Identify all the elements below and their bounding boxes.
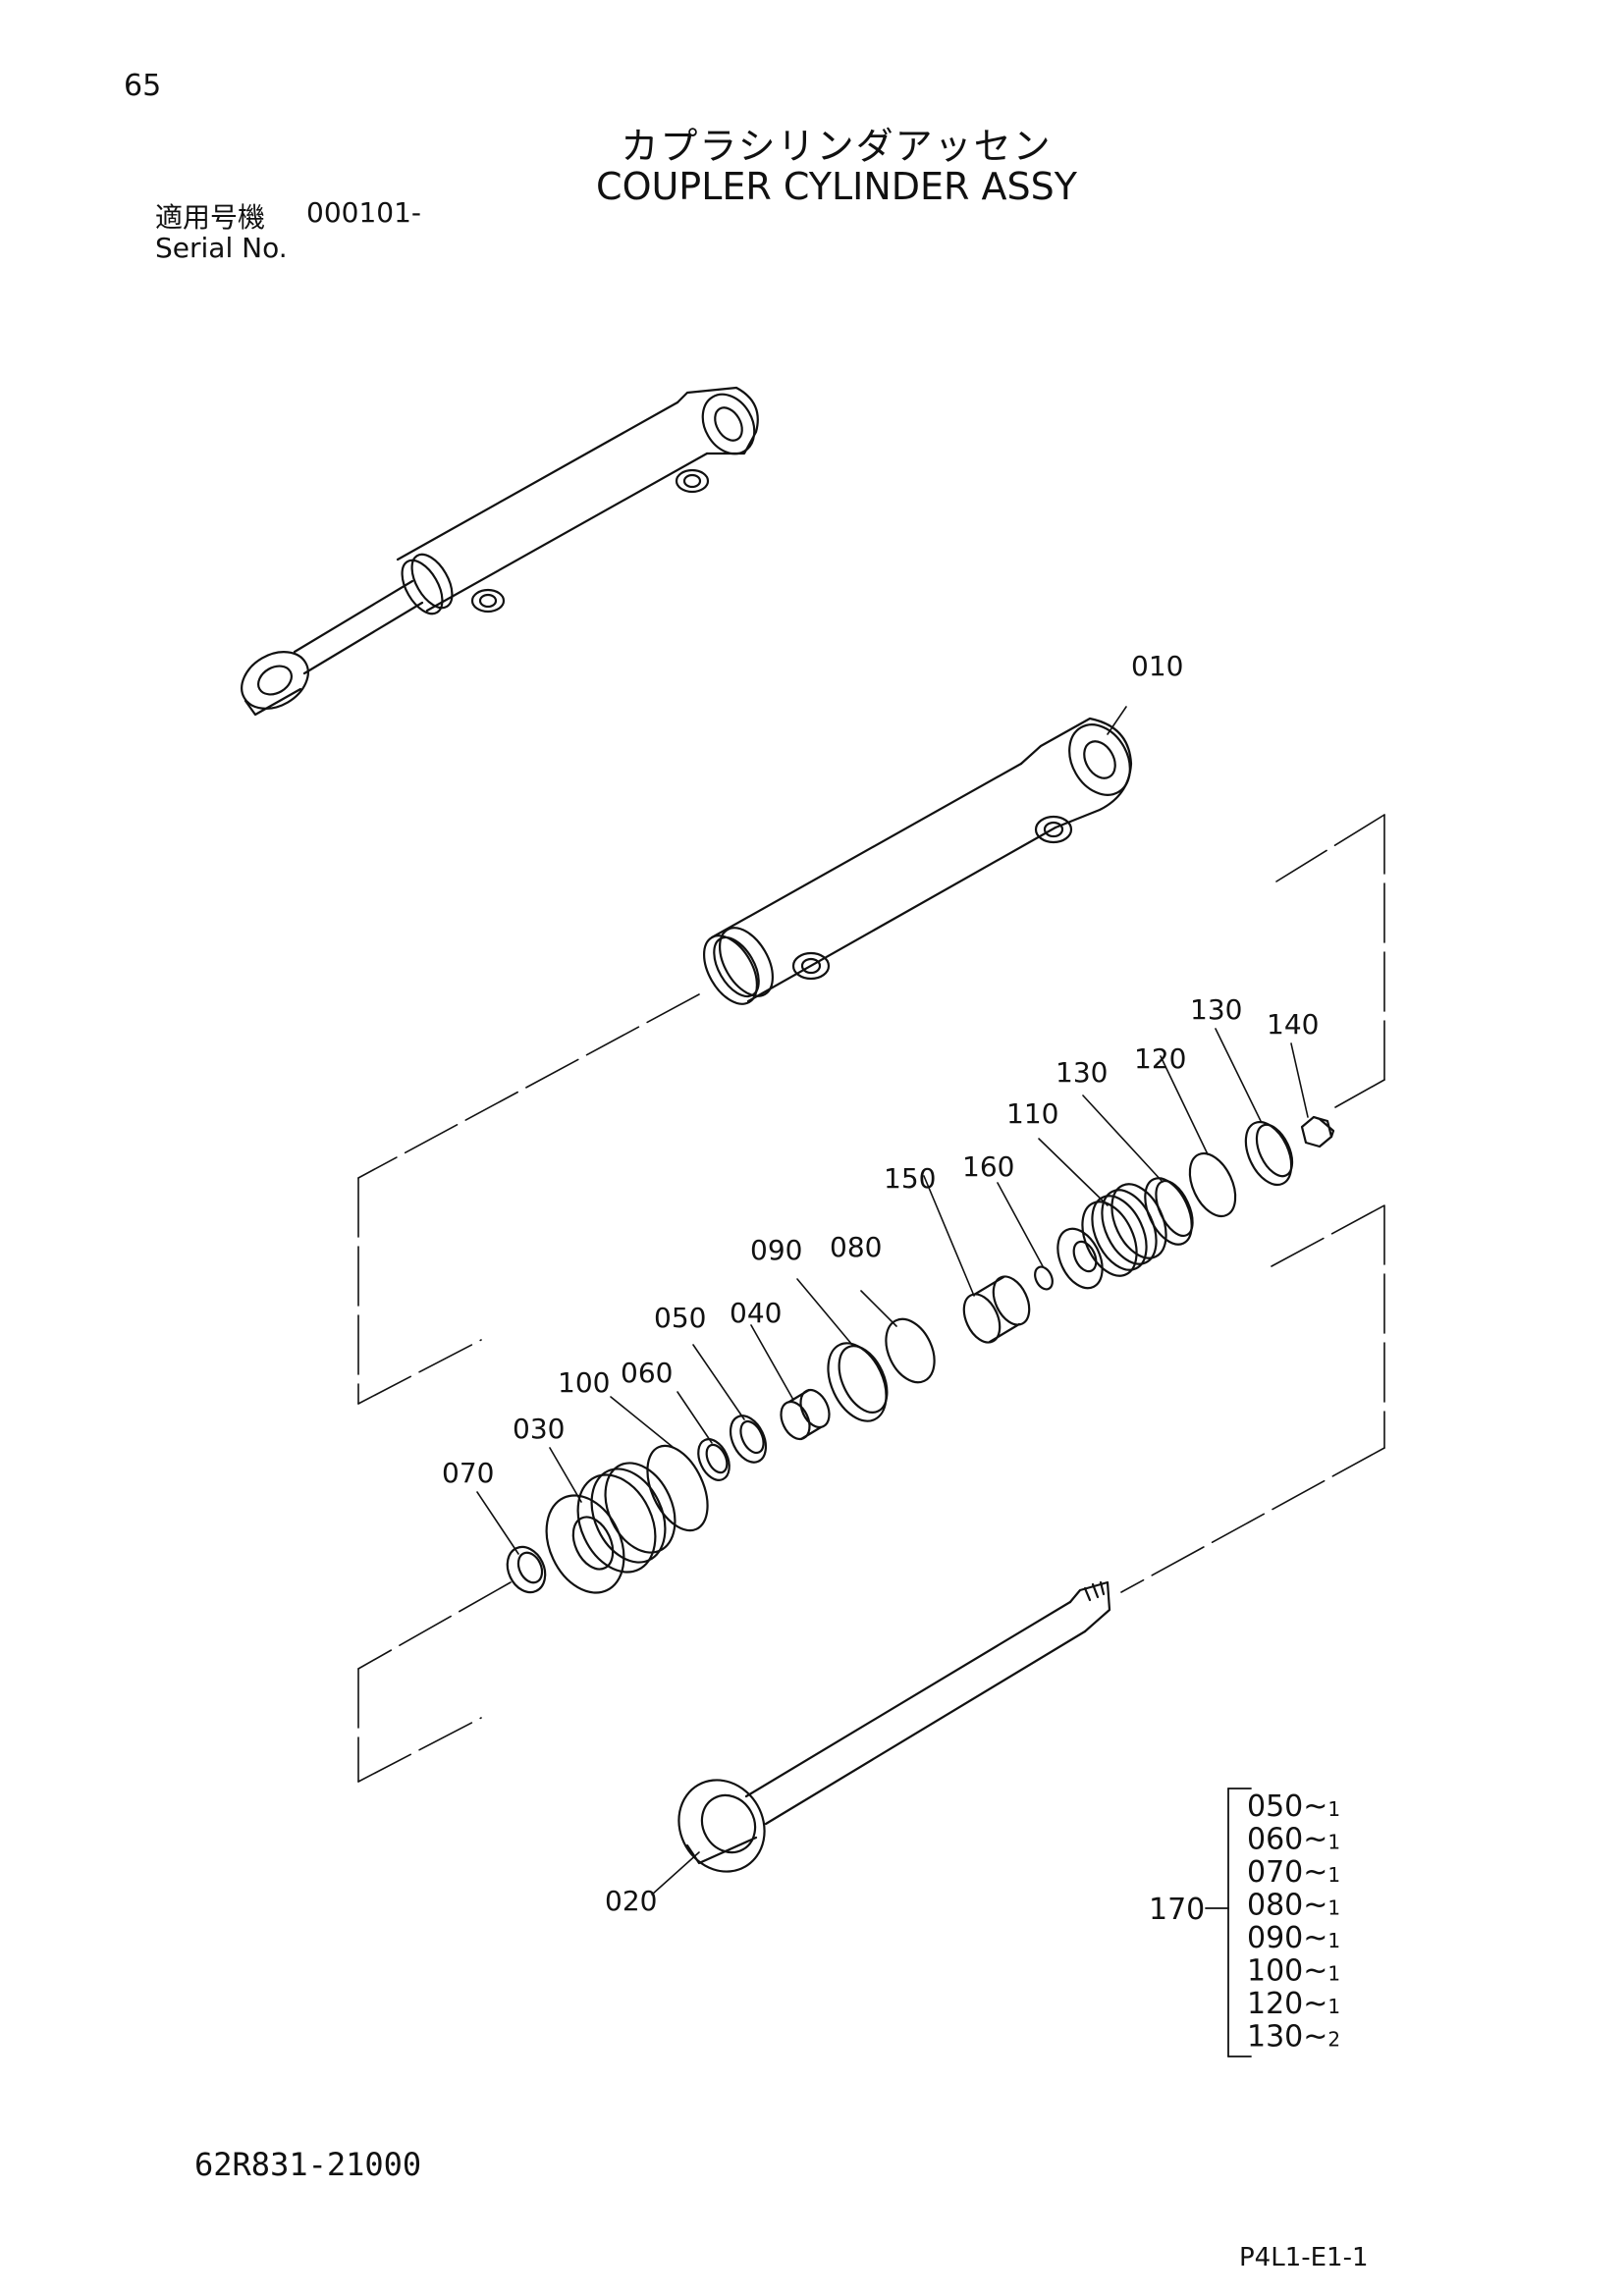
serial-label-english: Serial No. <box>155 232 288 264</box>
callout-140: 140 <box>1267 1008 1319 1041</box>
part-080-ring <box>885 1317 936 1384</box>
seal-kit-item-qty: 1 <box>1327 1831 1340 1854</box>
part-050-ring <box>729 1415 768 1464</box>
callout-010: 010 <box>1131 650 1183 682</box>
part-120-ring <box>1188 1151 1237 1218</box>
seal-kit-item-part: 090 <box>1247 1921 1303 1955</box>
seal-kit-item-qty: 1 <box>1327 1929 1340 1952</box>
page-reference: P4L1-E1-1 <box>1239 2243 1369 2272</box>
part-010-cylinder-tube <box>702 717 1133 1005</box>
seal-kit-item-separator: ~ <box>1303 1954 1327 1989</box>
seal-kit-item-part: 050 <box>1247 1789 1303 1824</box>
seal-kit-item-separator: ~ <box>1303 2020 1327 2055</box>
seal-kit-item-060: 060~1 <box>1247 1823 1340 1857</box>
part-070-seal <box>506 1545 547 1594</box>
callout-040: 040 <box>730 1297 782 1329</box>
seal-kit-item-part: 120 <box>1247 1987 1303 2021</box>
seal-kit-item-separator: ~ <box>1303 1789 1327 1824</box>
callout-150: 150 <box>884 1162 936 1195</box>
callout-leader-lines <box>476 706 1309 1896</box>
part-090-ring <box>827 1342 889 1422</box>
part-020-piston-rod <box>677 1580 1111 1873</box>
seal-kit-item-qty: 2 <box>1327 2028 1340 2052</box>
seal-kit-list: 170 050~1060~1070~1080~1090~1100~1120~11… <box>1149 1789 1340 2055</box>
part-110-piston <box>1056 1183 1167 1290</box>
seal-kit-item-qty: 1 <box>1327 1896 1340 1920</box>
callout-labels: 010 020 030 040 050 060 070 080 090 100 … <box>442 650 1319 1917</box>
callout-130-a: 130 <box>1056 1056 1108 1089</box>
seal-kit-item-separator: ~ <box>1303 1921 1327 1955</box>
page-number: 65 <box>124 69 162 103</box>
seal-kit-item-080: 080~1 <box>1247 1889 1340 1923</box>
callout-130-b: 130 <box>1190 993 1242 1026</box>
callout-090: 090 <box>750 1234 802 1266</box>
part-060-ring <box>697 1438 731 1481</box>
part-150-spacer <box>962 1275 1031 1344</box>
seal-kit-item-part: 130 <box>1247 2020 1303 2055</box>
seal-kit-item-qty: 1 <box>1327 1995 1340 2018</box>
part-040-bushing <box>780 1388 831 1441</box>
title-english: COUPLER CYLINDER ASSY <box>596 165 1077 208</box>
part-140-nut <box>1300 1115 1335 1148</box>
seal-kit-bracket <box>1205 1788 1252 2057</box>
seal-kit-item-part: 100 <box>1247 1954 1303 1989</box>
callout-080: 080 <box>830 1231 882 1263</box>
seal-kit-item-part: 060 <box>1247 1823 1303 1857</box>
seal-kit-item-qty: 1 <box>1327 1962 1340 1986</box>
seal-kit-item-separator: ~ <box>1303 1889 1327 1923</box>
callout-060: 060 <box>621 1357 673 1389</box>
part-code: 62R831-21000 <box>194 2146 422 2183</box>
seal-kit-item-qty: 1 <box>1327 1863 1340 1887</box>
seal-kit-item-separator: ~ <box>1303 1823 1327 1857</box>
part-030-rod-guide <box>545 1462 677 1594</box>
part-130-ring-b <box>1244 1120 1294 1187</box>
serial-value: 000101- <box>306 196 421 229</box>
callout-110: 110 <box>1006 1097 1058 1130</box>
title-japanese: カプラシリンダアッセン <box>621 125 1053 168</box>
seal-kit-item-part: 070 <box>1247 1855 1303 1890</box>
seal-kit-item-130: 130~2 <box>1247 2020 1340 2055</box>
callout-120: 120 <box>1134 1042 1186 1075</box>
seal-kit-item-qty: 1 <box>1327 1797 1340 1821</box>
projection-lines <box>357 814 1385 1783</box>
callout-100: 100 <box>558 1366 610 1399</box>
seal-kit-number: 170 <box>1149 1893 1205 1927</box>
seal-kit-item-part: 080 <box>1247 1889 1303 1923</box>
callout-050: 050 <box>654 1302 706 1334</box>
seal-kit-item-070: 070~1 <box>1247 1855 1340 1890</box>
serial-label-japanese: 適用号機 <box>155 201 266 234</box>
callout-160: 160 <box>962 1150 1014 1183</box>
part-160-ball <box>1034 1265 1054 1291</box>
callout-030: 030 <box>513 1413 565 1445</box>
seal-kit-item-050: 050~1 <box>1247 1789 1340 1824</box>
callout-020: 020 <box>605 1885 657 1917</box>
seal-kit-item-100: 100~1 <box>1247 1954 1340 1989</box>
callout-070: 070 <box>442 1457 494 1489</box>
seal-kit-item-separator: ~ <box>1303 1855 1327 1890</box>
part-100-ring <box>646 1444 709 1532</box>
seal-kit-item-120: 120~1 <box>1247 1987 1340 2021</box>
seal-kit-item-090: 090~1 <box>1247 1921 1340 1955</box>
assembled-cylinder-illustration <box>241 386 759 717</box>
seal-kit-item-separator: ~ <box>1303 1987 1327 2021</box>
